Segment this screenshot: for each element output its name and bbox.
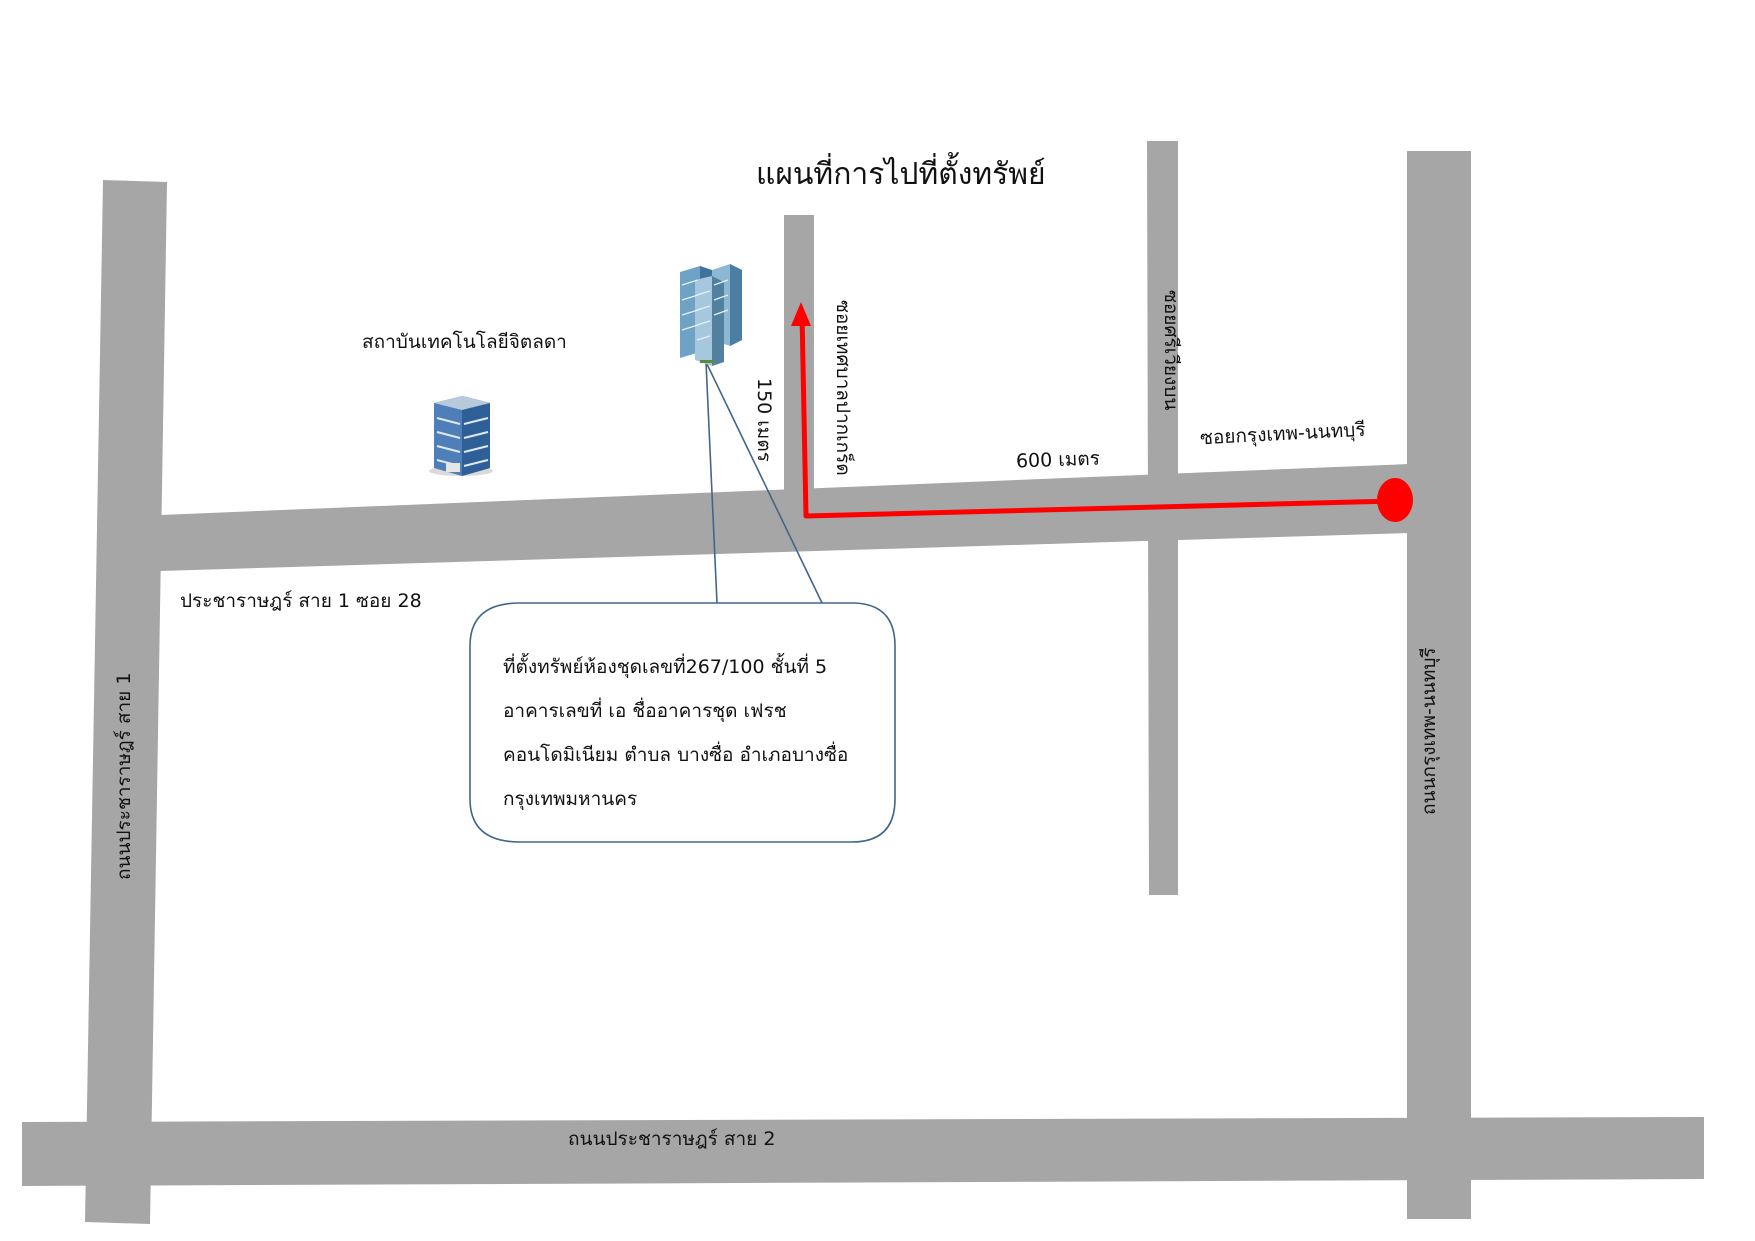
callout-line: คอนโดมิเนียม ตำบล บางซื่อ อำเภอบางซื่อ (503, 744, 849, 766)
label-distance-150: 150 เมตร (753, 378, 775, 462)
road-soi-a (784, 215, 814, 494)
callout-line: ที่ตั้งทรัพย์ห้องชุดเลขที่267/100 ชั้นที… (503, 656, 828, 678)
label-road-sai-1: ถนนประชาราษฎร์ สาย 1 (113, 672, 135, 880)
callout-pointer-line (705, 361, 824, 606)
callout-box (469, 602, 896, 843)
road-soi-28 (160, 464, 1409, 571)
condominium-towers-icon (680, 264, 742, 366)
callout-line: กรุงเทพมหานคร (503, 788, 638, 810)
route-arrowhead (791, 302, 811, 326)
label-institute: สถาบันเทคโนโลยีจิตลดา (362, 331, 567, 353)
office-building-icon (429, 396, 493, 476)
label-road-krungthep-nonthaburi: ถนนกรุงเทพ-นนทบุรี (1418, 647, 1440, 815)
road-soi-b (1147, 141, 1178, 895)
road-krungthep-nonthaburi (1407, 151, 1471, 1219)
route-line (799, 313, 1396, 519)
label-road-sai-2: ถนนประชาราษฎร์ สาย 2 (568, 1128, 776, 1150)
callout-pointer-line (705, 361, 718, 605)
road-prachanrat-sai-2 (22, 1117, 1704, 1186)
label-road-soi-28: ประชาราษฎร์ สาย 1 ซอย 28 (180, 590, 422, 612)
road-prachanrat-sai-1 (85, 180, 167, 1224)
label-soi-b: ซอยศรีเวียงบน (1160, 290, 1182, 411)
callout-line: อาคารเลขที่ เอ ชื่ออาคารชุด เฟรช (503, 700, 787, 722)
label-distance-600: 600 เมตร (1015, 447, 1101, 473)
callout-text: ที่ตั้งทรัพย์ห้องชุดเลขที่267/100 ชั้นที… (503, 645, 903, 821)
start-point-marker (1377, 478, 1413, 522)
label-soi-a: ซอยเทศบาลปากเกร็ด (832, 300, 854, 476)
map-title: แผนที่การไปที่ตั้งทรัพย์ (756, 157, 1046, 192)
